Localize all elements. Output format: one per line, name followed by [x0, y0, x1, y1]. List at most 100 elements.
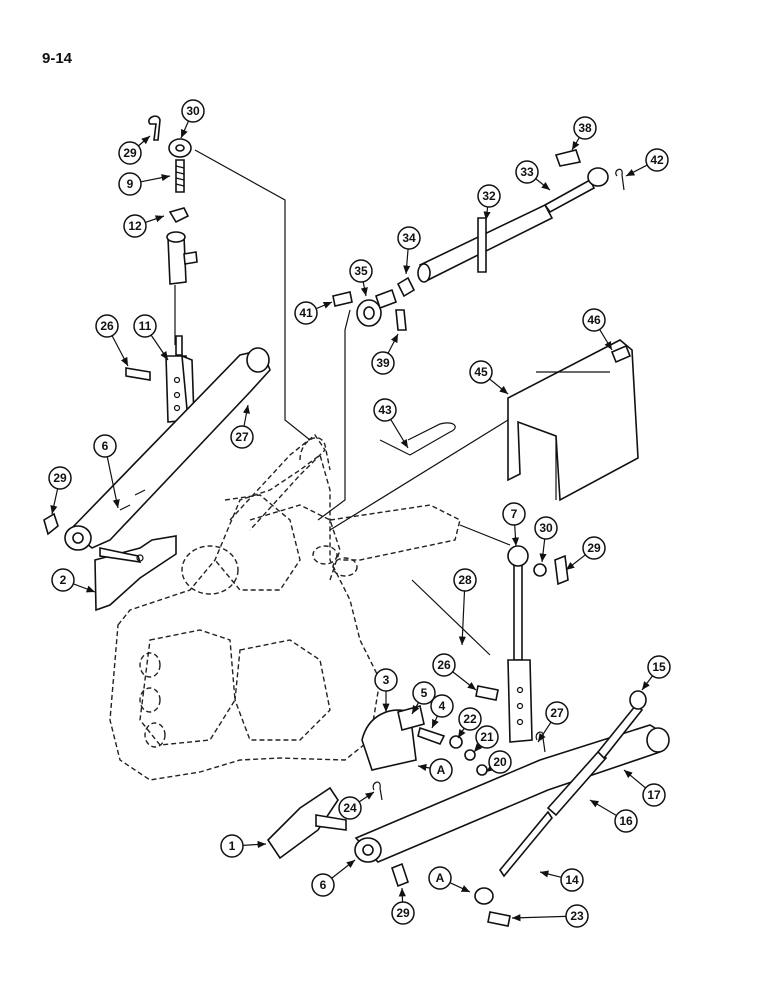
callout-30: 30 — [180, 99, 205, 139]
callout-arrow — [511, 914, 567, 922]
top-link-rod — [168, 138, 192, 193]
callout-arrow — [358, 791, 375, 803]
callout-bubble — [397, 226, 421, 250]
callout-bubble — [475, 725, 499, 749]
callout-bubble — [534, 516, 558, 540]
callout-arrow — [625, 164, 648, 177]
rod-eye-upper — [587, 167, 609, 187]
callout-arrow — [150, 334, 169, 361]
callout-bubble — [294, 301, 318, 325]
callout-bubble — [429, 758, 453, 782]
retaining-clip — [148, 115, 161, 141]
callout-29: 29 — [391, 887, 415, 925]
callout-30: 30 — [534, 516, 558, 563]
bushing-bolt — [374, 288, 398, 310]
callout-bubble — [477, 184, 501, 208]
callout-label: 9 — [127, 177, 134, 191]
callout-26: 26 — [95, 314, 129, 367]
washer-right — [533, 563, 547, 577]
callout-22: 22 — [457, 707, 482, 739]
hook-pin — [379, 422, 456, 456]
callout-42: 42 — [625, 148, 669, 177]
callout-bubble — [181, 99, 205, 123]
callout-bubble — [220, 834, 244, 858]
eye-pin-upper — [554, 149, 582, 167]
callout-bubble — [371, 351, 395, 375]
callout-bubble — [412, 681, 436, 705]
stabilizer-bracket-lower — [266, 786, 347, 860]
callout-bubble — [515, 160, 539, 184]
tractor-housing-outline — [109, 433, 461, 781]
callout-bubble — [488, 750, 512, 774]
callout-45: 45 — [469, 360, 509, 395]
check-chain-cable — [411, 579, 491, 656]
callout-bubble — [51, 568, 75, 592]
callout-28: 28 — [453, 568, 477, 646]
callout-label: 4 — [439, 699, 446, 713]
lower-link-right — [354, 724, 670, 863]
callout-A: A — [417, 758, 453, 782]
callout-label: 33 — [520, 165, 534, 179]
callout-arrow — [417, 763, 431, 771]
callout-bubble — [373, 398, 397, 422]
callout-bubble — [123, 214, 147, 238]
stabilizer-bracket-left — [94, 535, 177, 612]
callout-label: 41 — [299, 306, 313, 320]
bolt — [417, 726, 446, 745]
callout-6: 6 — [311, 859, 356, 897]
callout-arrow — [137, 135, 151, 147]
nut-22 — [449, 735, 463, 749]
callout-label: 38 — [578, 121, 592, 135]
callout-label: 35 — [354, 264, 368, 278]
callout-arrow — [599, 329, 613, 351]
callout-label: 39 — [376, 356, 390, 370]
callout-38: 38 — [571, 116, 597, 151]
callout-arrow — [50, 488, 59, 515]
callout-39: 39 — [371, 333, 399, 375]
callout-label: 45 — [474, 365, 488, 379]
callout-29: 29 — [118, 135, 151, 165]
callout-arrow — [387, 333, 399, 354]
r-clip-upper — [615, 168, 625, 191]
callout-bubble — [469, 360, 493, 384]
callout-35: 35 — [349, 259, 373, 297]
callout-label: 2 — [60, 573, 67, 587]
r-clip-27 — [535, 731, 546, 753]
callout-label: 14 — [565, 873, 579, 887]
callout-label: 15 — [652, 660, 666, 674]
callout-arrow — [539, 538, 547, 563]
callout-label: 22 — [463, 712, 477, 726]
callout-arrow — [360, 281, 368, 297]
callout-46: 46 — [582, 308, 613, 351]
callout-label: 23 — [570, 909, 584, 923]
callout-label: 7 — [511, 507, 518, 521]
nut — [168, 207, 190, 224]
callout-1: 1 — [220, 834, 267, 858]
callout-arrow — [390, 419, 409, 449]
callout-arrow — [242, 840, 267, 849]
callout-arrow — [140, 174, 171, 183]
callout-label: 30 — [186, 104, 200, 118]
callout-bubble — [95, 314, 119, 338]
callout-arrow — [431, 715, 439, 729]
callout-arrow — [458, 590, 466, 646]
callout-label: 34 — [402, 231, 416, 245]
clip-right — [554, 554, 569, 586]
callout-arrow — [411, 702, 420, 715]
callout-label: 17 — [647, 788, 661, 802]
callout-29: 29 — [48, 466, 72, 515]
stabilizer-turnbuckle — [474, 690, 647, 905]
callout-bubble — [565, 904, 589, 928]
callout-4: 4 — [430, 694, 454, 729]
callout-33: 33 — [515, 160, 551, 191]
callout-label: 20 — [493, 755, 507, 769]
callout-27: 27 — [230, 404, 254, 449]
callout-2: 2 — [51, 568, 96, 593]
rock-shaft-bushing-inner — [363, 306, 375, 320]
callout-arrow — [457, 727, 466, 739]
callout-arrow — [565, 554, 586, 571]
threaded-rod-upper — [543, 178, 596, 214]
callout-arrow — [589, 799, 617, 816]
callout-arrow — [641, 675, 653, 691]
